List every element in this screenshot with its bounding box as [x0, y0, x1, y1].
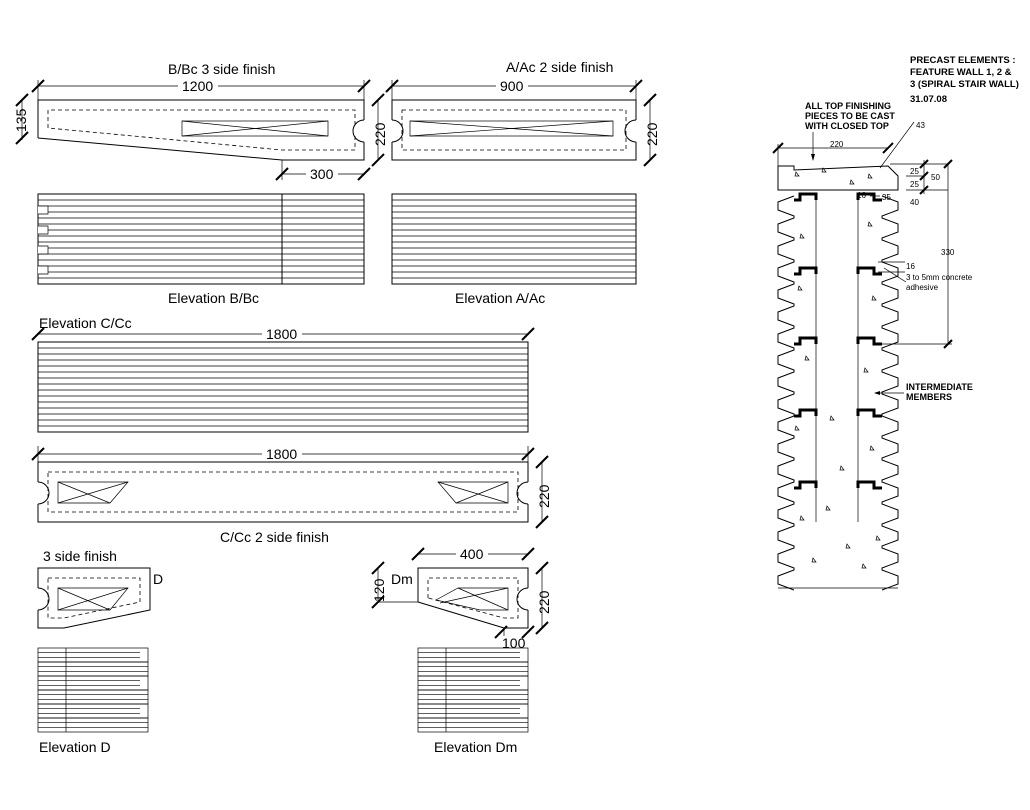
elevation-d: Elevation D	[37, 647, 149, 755]
sec-dim-50: 50	[931, 173, 940, 182]
dim-aac-220: 220	[644, 122, 660, 146]
sec-dim-16a: 16	[857, 191, 866, 200]
dim-aac-900: 900	[500, 78, 524, 94]
dim-dm-100: 100	[502, 635, 526, 651]
elevation-ccc: Elevation C/Cc 1800	[31, 315, 535, 433]
dim-bbc-135: 135	[13, 108, 29, 132]
plan-ccc: 1800 220 C/Cc 2 side finish	[31, 446, 552, 545]
sec-dim-35: 35	[882, 193, 891, 202]
note-top-3: WITH CLOSED TOP	[805, 121, 889, 131]
elevation-aac: Elevation A/Ac	[391, 193, 637, 306]
sec-dim-40: 40	[910, 198, 919, 207]
title-aac: A/Ac 2 side finish	[506, 59, 613, 75]
label-elevation-aac: Elevation A/Ac	[455, 290, 545, 306]
label-elevation-d: Elevation D	[39, 739, 111, 755]
header-line-2: FEATURE WALL 1, 2 &	[910, 67, 1012, 78]
label-elevation-bbc: Elevation B/Bc	[168, 290, 259, 306]
dim-bbc-1200: 1200	[182, 78, 213, 94]
elevation-dm: Elevation Dm	[417, 647, 529, 755]
plan-dm: 400 Dm 120 220 100	[371, 546, 552, 651]
note-intermediate-1: INTERMEDIATE	[906, 382, 973, 392]
plan-bbc: B/Bc 3 side finish 1200 135 220	[13, 61, 388, 182]
title-bbc: B/Bc 3 side finish	[168, 61, 275, 77]
plan-d: 3 side finish D	[37, 548, 163, 629]
title-d: 3 side finish	[43, 548, 117, 564]
note-top-2: PIECES TO BE CAST	[805, 111, 895, 121]
label-elevation-dm: Elevation Dm	[434, 739, 517, 755]
sheet-header: PRECAST ELEMENTS : FEATURE WALL 1, 2 & 3…	[910, 55, 1019, 105]
label-elevation-ccc: Elevation C/Cc	[39, 315, 132, 331]
note-adhesive-1: 3 to 5mm concrete	[906, 273, 973, 282]
elevation-bbc: Elevation B/Bc	[37, 193, 365, 306]
title-ccc: C/Cc 2 side finish	[220, 529, 329, 545]
dim-ccc-1800: 1800	[266, 446, 297, 462]
header-line-3: 3 (SPIRAL STAIR WALL)	[910, 79, 1019, 90]
mark-dm: Dm	[391, 571, 413, 587]
sec-dim-25b: 25	[910, 180, 919, 189]
header-line-1: PRECAST ELEMENTS :	[910, 55, 1016, 66]
dim-dm-120: 120	[371, 578, 387, 602]
sec-dim-25a: 25	[910, 167, 919, 176]
dim-dm-400: 400	[460, 546, 484, 562]
dim-ccc-220: 220	[536, 484, 552, 508]
note-top-1: ALL TOP FINISHING	[805, 101, 891, 111]
note-adhesive-2: adhesive	[906, 283, 939, 292]
sec-dim-43: 43	[916, 121, 925, 130]
mark-d: D	[153, 571, 163, 587]
sec-dim-330: 330	[941, 248, 955, 257]
note-intermediate-2: MEMBERS	[906, 392, 952, 402]
dim-bbc-220: 220	[372, 122, 388, 146]
sec-dim-16b: 16	[906, 262, 915, 271]
dim-dm-220: 220	[536, 590, 552, 614]
dim-ccc-elev-1800: 1800	[266, 326, 297, 342]
header-date: 31.07.08	[910, 94, 947, 105]
plan-aac: A/Ac 2 side finish 900 220	[385, 59, 660, 167]
dim-bbc-300: 300	[310, 166, 334, 182]
section-detail: ALL TOP FINISHING PIECES TO BE CAST WITH…	[772, 101, 973, 591]
sec-dim-220: 220	[830, 140, 844, 149]
